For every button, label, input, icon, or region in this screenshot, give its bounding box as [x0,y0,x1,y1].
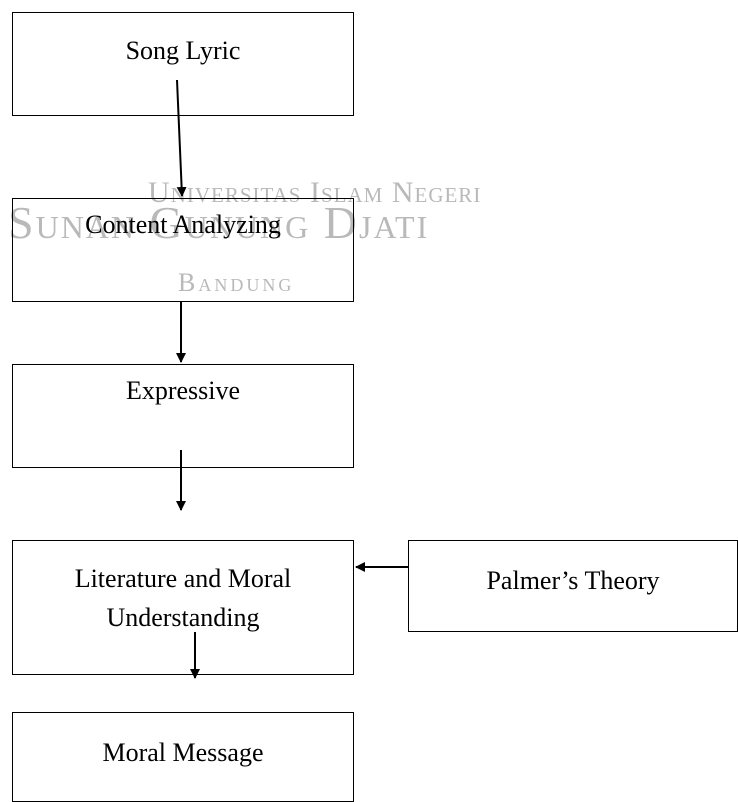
expressive-box: Expressive [12,364,354,468]
moral-message-box: Moral Message [12,712,354,802]
literature-label-line-1: Literature and Moral [74,564,292,593]
palmers-theory-label: Palmer’s Theory [486,566,660,595]
expressive-label: Expressive [125,376,241,405]
content-analyzing-label: Content Analyzing [85,210,281,239]
moral-message-label: Moral Message [102,738,264,767]
literature-label-line-2: Understanding [106,603,260,632]
literature-moral-understanding-label: Literature and Moral Understanding [13,559,353,637]
content-analyzing-box: Content Analyzing [12,198,354,302]
song-lyric-box: Song Lyric [12,12,354,116]
literature-moral-understanding-box: Literature and Moral Understanding [12,540,354,675]
song-lyric-label: Song Lyric [125,36,241,65]
palmers-theory-box: Palmer’s Theory [408,540,738,632]
